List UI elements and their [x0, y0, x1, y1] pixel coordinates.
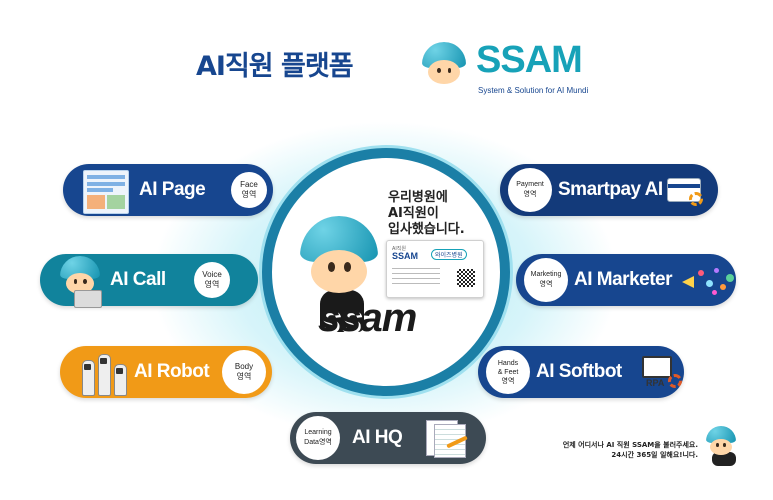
footer-mascot-icon: [706, 426, 736, 456]
service-label: AI Call: [110, 269, 166, 290]
service-label: AI Page: [139, 179, 206, 200]
service-label: AI HQ: [352, 427, 403, 448]
webpage-thumbnail-icon: [83, 170, 129, 214]
hospital-logo: 와이즈병원: [431, 249, 467, 260]
hub-message: 우리병원에 AI직원이 입사했습니다.: [388, 190, 465, 237]
megaphone-icon: [682, 264, 738, 300]
brand-logo: SSAM: [476, 39, 583, 81]
service-label: AI Robot: [134, 361, 210, 382]
qr-code-icon: [457, 269, 475, 287]
rpa-monitor-icon: RPA: [640, 352, 686, 394]
call-mascot-icon: [60, 256, 100, 296]
footer-note: 언제 어디서나 AI 직원 SSAM을 불러주세요. 24시간 365일 일해요…: [562, 441, 698, 459]
hub-wordmark: ssam: [318, 296, 417, 340]
service-label: AI Softbot: [536, 361, 622, 382]
employee-id-card: AI직원 SSAM 와이즈병원: [386, 240, 484, 298]
footer-mascot-body: [712, 452, 736, 466]
brand-mascot-icon: [422, 42, 466, 86]
data-documents-icon: [424, 418, 472, 458]
payment-card-icon: [663, 172, 711, 210]
service-label: AI Marketer: [574, 269, 673, 290]
hub-mascot-icon: [300, 216, 378, 296]
robot-kiosk-icon: [80, 354, 128, 396]
platform-title: AI직원 플랫폼: [196, 51, 354, 82]
laptop-icon: [74, 290, 102, 308]
brand-tagline: System & Solution for AI Mundi: [478, 86, 589, 95]
mascot-body: [320, 290, 364, 332]
service-label: Smartpay AI: [558, 179, 663, 200]
